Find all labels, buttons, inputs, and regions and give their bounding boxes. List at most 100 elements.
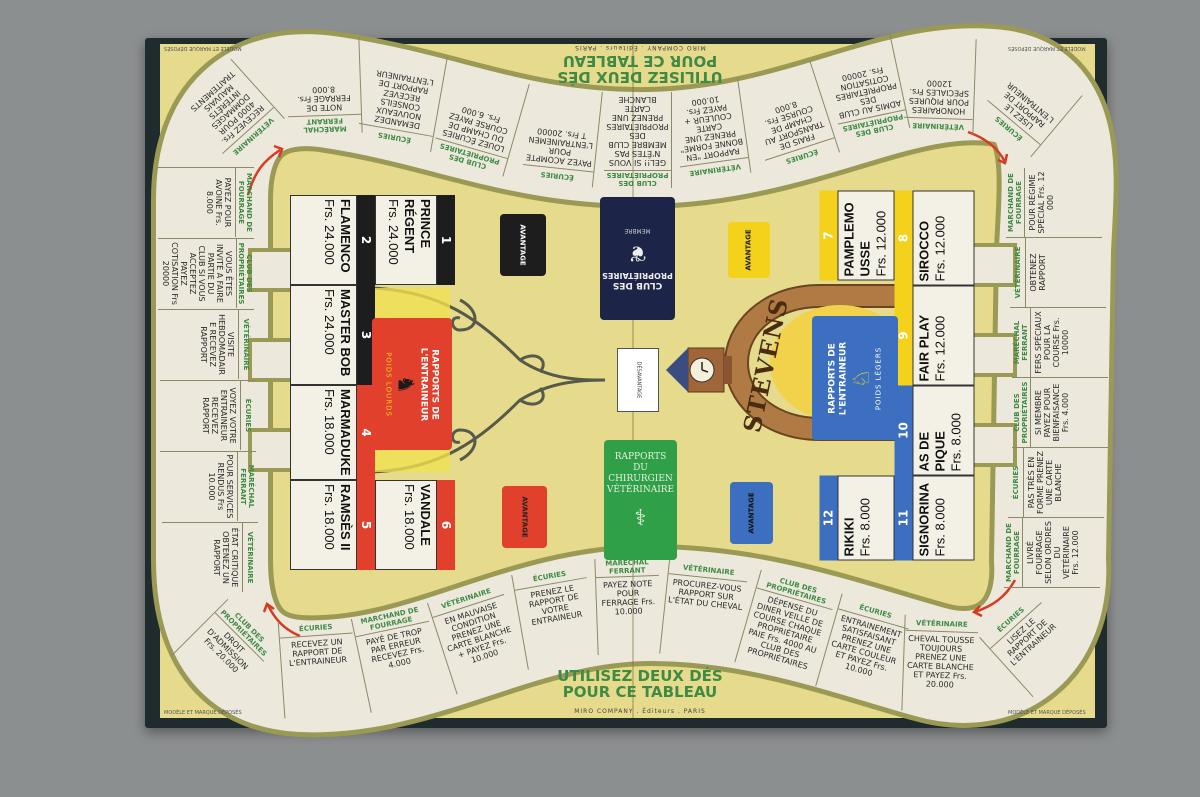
horse-number: 6 (437, 480, 455, 570)
square-instruction: LIVRÉ FOURRAGE SELON ORDRES DU VÉTÉRINAI… (1026, 521, 1080, 584)
trainer-heavy-sub: POIDS LOURDS (384, 351, 393, 417)
square-category: MARCHAND DE FOURRAGE (1004, 518, 1023, 587)
publisher-top: MIRO COMPANY . Éditeurs . PARIS (574, 44, 706, 51)
square-instruction: OBTENEZ RAPPORT (1029, 253, 1047, 292)
trademark-note: MODÈLE ET MARQUE DÉPOSÉS (1008, 45, 1086, 51)
square-category: MARÉCHAL FERRANT (1012, 308, 1031, 377)
advantage-card-blue[interactable]: AVANTAGE (730, 482, 773, 544)
square-instruction: PROCUREZ-VOUS RAPPORT SUR L'ÉTAT DU CHEV… (667, 577, 743, 612)
arrow-icon (997, 153, 1009, 165)
square-instruction: POUR SERVICES RENDUS Frs 10.000 (207, 454, 234, 519)
trainer-light-title: RAPPORTS DE L'ENTRAINEUR (827, 341, 849, 415)
square-instruction: ÉTAT CRITIQUE OBTENEZ UN RAPPORT (212, 527, 239, 588)
advantage-card-yellow[interactable]: AVANTAGE (728, 222, 770, 278)
dice-title-line: POUR CE TABLEAU (562, 683, 718, 701)
horse-price: Frs. 8.000 (948, 412, 964, 472)
square-instruction: VOUS ÊTES INVITÉ A FAIRE PARTIE DU CLUB … (161, 242, 233, 305)
vet-reports-card[interactable]: RAPPORTS DU CHIRURGIEN VÉTÉRINAIRE ⚕ (604, 440, 677, 560)
horse-name: PAMPLEMOUSSE (841, 202, 873, 277)
square-instruction: HONORAIRES POUR PIQURES SPECIALES Frs. 1… (908, 78, 970, 116)
advantage-label: AVANTAGE (519, 224, 527, 266)
trainer-reports-light-card[interactable]: RAPPORTS DE L'ENTRAINEUR ♘ POIDS LÉGERS (812, 316, 898, 440)
track-spurs (248, 243, 1017, 472)
arrow-icon (974, 579, 1017, 614)
horse-price: Frs. 24.000 (322, 199, 337, 265)
horse-price: Frs. 8.000 (932, 497, 948, 557)
dice-title-line: POUR CE TABLEAU (562, 52, 718, 70)
square-instruction: GEL!! SI VOUS N'ÊTES PAS MEMBRE CLUB DES… (606, 95, 669, 167)
caduceus-icon: ⚕ (634, 506, 647, 531)
disadvantage-card[interactable]: DÉSAVANTAGE (617, 348, 659, 412)
square-category: MARCHAND DE FOURRAGE (235, 168, 254, 237)
arrow-icon (273, 144, 284, 158)
square-category: CLUB DES PROPRIÉTAIRES (1012, 378, 1031, 447)
square-instruction: PAS TRÈS EN FORME PRENEZ UNE CARTE BLANC… (1027, 451, 1063, 514)
arrow-icon (262, 602, 275, 613)
trademark-note: MODÈLE ET MARQUE DÉPOSÉS (164, 45, 242, 51)
square-instruction: DEMANDEZ NOUVEAUX CONSEILS RECEVEZ RAPPO… (373, 68, 435, 131)
horse-name: AS DE PIQUE (916, 431, 948, 472)
advantage-card-red[interactable]: AVANTAGE (502, 486, 547, 548)
disadvantage-label: DÉSAVANTAGE (634, 361, 641, 399)
square-category: ÉCURIES (240, 381, 256, 450)
horse-name: SIGNORINA (916, 482, 932, 557)
arrow-icon (246, 148, 281, 196)
dice-title-line: UTILISEZ DEUX DÉS (557, 68, 723, 86)
square-instruction: RAPPORT "EN BONNE FORME" PRENEZ UNE CART… (679, 94, 744, 163)
horse-number: 2 (357, 195, 375, 285)
trainer-reports-heavy-card[interactable]: RAPPORTS DE L'ENTRAINEUR ♞ POIDS LOURDS (372, 318, 452, 450)
horse-price: Frs. 24.000 (386, 199, 401, 265)
advantage-card-black[interactable]: AVANTAGE (500, 214, 546, 276)
dice-title-top: UTILISEZ DEUX DÉS POUR CE TABLEAU (510, 52, 770, 86)
square-category: VÉTÉRINAIRE (238, 310, 254, 379)
horse-number: 5 (357, 480, 375, 570)
dice-title-line: UTILISEZ DEUX DÉS (557, 667, 723, 685)
horse-price: Frs. 24.000 (322, 289, 337, 355)
publisher-bottom: MIRO COMPANY . Éditeurs . PARIS (574, 708, 706, 715)
club-proprietaires-card[interactable]: CLUB DES PROPRIÉTAIRES ❦ MEMBRE (600, 197, 675, 320)
trainer-heavy-title: RAPPORTS DE L'ENTRAINEUR (418, 347, 440, 421)
horse-price: Frs. 18.000 (322, 389, 337, 455)
horse-name: MASTER BOB (338, 289, 353, 377)
advantage-label: AVANTAGE (745, 229, 753, 271)
dice-title-bottom: UTILISEZ DEUX DÉS POUR CE TABLEAU (510, 668, 770, 700)
square-instruction: RECEVEZ UN RAPPORT DE L'ENTRAINEUR (288, 637, 348, 668)
club-card-member: MEMBRE (624, 227, 651, 234)
track-lane (156, 28, 1114, 733)
square-category: VÉTÉRINAIRE (242, 523, 258, 592)
horse-name: FLAMENCO (338, 199, 353, 273)
